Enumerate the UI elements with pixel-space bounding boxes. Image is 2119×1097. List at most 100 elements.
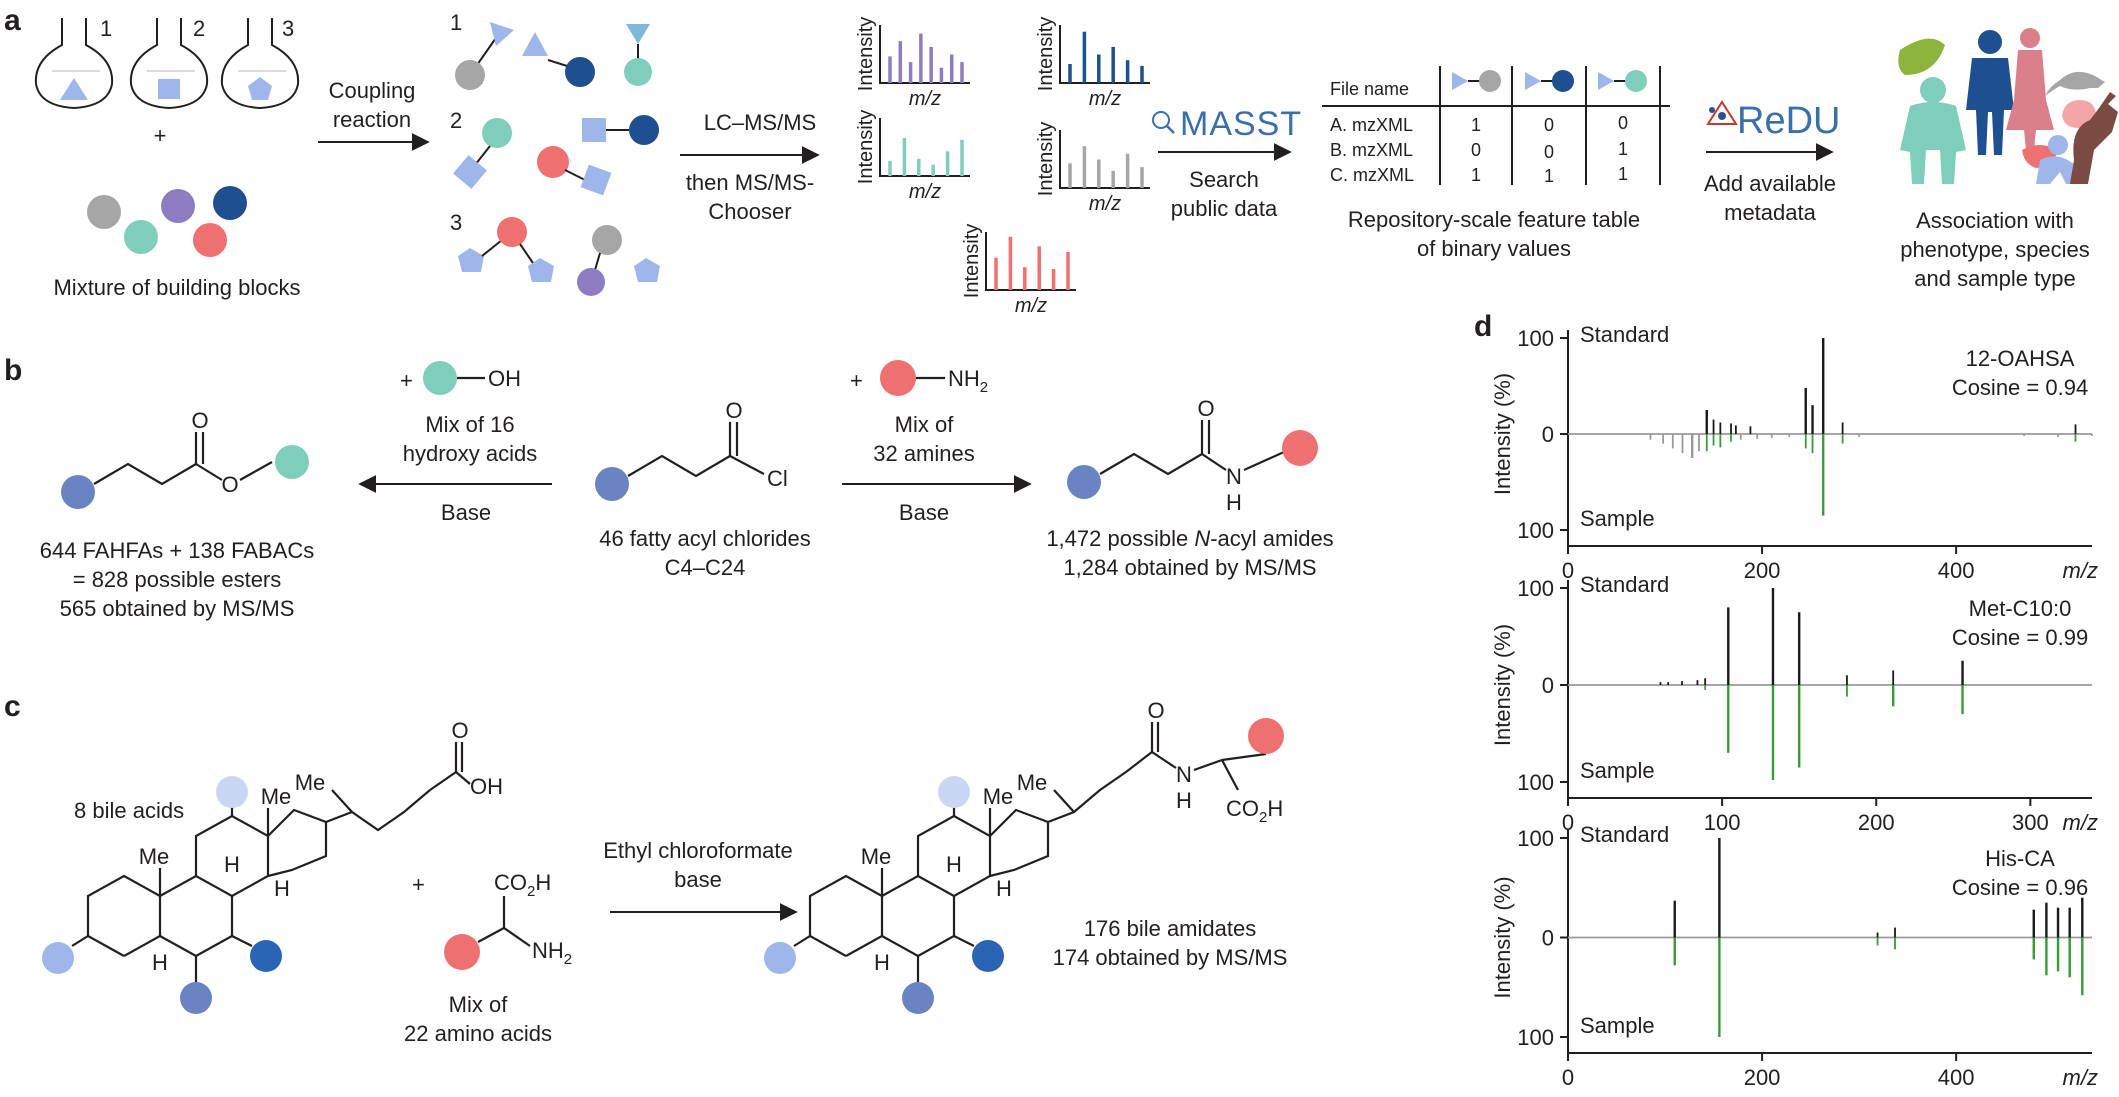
chloride-caption-1: 46 fatty acyl chlorides bbox=[599, 526, 811, 551]
amino-acid-block-icon bbox=[1248, 718, 1284, 754]
navy-block-icon bbox=[1552, 70, 1574, 92]
lcms-label: LC–MS/MS bbox=[704, 110, 816, 135]
compound-name: Met-C10:0 bbox=[1969, 596, 2072, 621]
table-cell: 1 bbox=[1618, 164, 1628, 184]
hydroxy-mix-label-2: hydroxy acids bbox=[403, 441, 538, 466]
hydrogen-atom: H bbox=[1176, 788, 1192, 813]
acid-bond bbox=[429, 771, 457, 791]
grey-block-icon bbox=[592, 225, 622, 255]
amine-block-icon bbox=[1282, 430, 1318, 466]
compound-name: His-CA bbox=[1985, 846, 2055, 871]
oxygen-atom: O bbox=[1197, 396, 1214, 421]
table-cell: 0 bbox=[1544, 142, 1554, 162]
mini-xlabel: m/z bbox=[1015, 295, 1047, 317]
side-chain bbox=[325, 789, 431, 832]
bile-acids-label: 8 bile acids bbox=[74, 798, 184, 823]
base-label: Base bbox=[441, 500, 491, 525]
masst-logo-text: MASST bbox=[1180, 105, 1302, 143]
x-tick-label: 0 bbox=[1562, 1065, 1574, 1090]
panel-a-label: a bbox=[4, 4, 21, 37]
triangle-block-icon bbox=[522, 32, 548, 56]
y-tick-label: 100 bbox=[1517, 326, 1554, 351]
human-male-icon bbox=[1966, 30, 2014, 155]
coral-block-icon bbox=[497, 217, 527, 247]
plus-sign: + bbox=[850, 368, 863, 393]
ring-c bbox=[916, 814, 992, 897]
hydroxy-mix-label-1: Mix of 16 bbox=[425, 412, 514, 437]
magnifier-icon bbox=[1152, 111, 1170, 129]
table-cell-name: B. mzXML bbox=[1330, 140, 1413, 160]
bile-amidate-structure: Me Me H H H Me O N H CO2H bbox=[764, 698, 1284, 1014]
panel-b: b O O 644 FAHFAs + 138 FABACs = 828 poss… bbox=[4, 354, 1334, 621]
substituent-bond bbox=[793, 935, 811, 947]
table-cell: 1 bbox=[1618, 139, 1628, 159]
grey-block-icon bbox=[1479, 70, 1501, 92]
association-label-3: and sample type bbox=[1914, 266, 2075, 291]
methyl-label: Me bbox=[983, 784, 1014, 809]
mini-ylabel: Intensity bbox=[961, 224, 983, 298]
then-label-2: Chooser bbox=[708, 199, 791, 224]
pentagon-block-icon bbox=[634, 258, 660, 282]
magnifier-handle bbox=[1166, 125, 1175, 134]
triangle-block-icon bbox=[1525, 72, 1541, 90]
ester-bond bbox=[195, 463, 223, 481]
amine-block-icon bbox=[880, 360, 916, 396]
amide-bond bbox=[1243, 450, 1285, 472]
r6-block-icon bbox=[902, 982, 934, 1014]
table-cell-name: A. mzXML bbox=[1330, 115, 1413, 135]
redu-node-icon bbox=[1709, 107, 1715, 113]
y-tick-label: 100 bbox=[1517, 770, 1554, 795]
triangle-block-icon bbox=[626, 24, 650, 44]
hydrogen-atom: H bbox=[224, 852, 240, 877]
triangle-block-icon bbox=[1452, 72, 1468, 90]
table-row: B. mzXML 0 0 1 bbox=[1330, 139, 1628, 162]
bond-line bbox=[594, 252, 601, 271]
x-axis-label: m/z bbox=[2063, 558, 2098, 583]
teal-block-icon bbox=[482, 118, 512, 148]
pentagon-block-icon bbox=[528, 258, 554, 282]
hydrogen-atom: H bbox=[1226, 490, 1242, 515]
table-cell: 0 bbox=[1471, 140, 1481, 160]
coral-block-icon bbox=[193, 223, 227, 257]
nitrogen-atom: N bbox=[1176, 762, 1192, 787]
mini-xlabel: m/z bbox=[909, 88, 941, 110]
amine-mix-label-1: Mix of bbox=[895, 412, 955, 437]
navy-block-icon bbox=[565, 57, 595, 87]
reagent-label-1: Ethyl chloroformate bbox=[603, 838, 793, 863]
pentagon-block-icon bbox=[248, 77, 272, 100]
acyl-chloride-structure: O Cl bbox=[595, 398, 788, 501]
chain-bonds bbox=[93, 462, 197, 486]
bond-line bbox=[519, 243, 536, 267]
y-tick-label: 0 bbox=[1542, 422, 1554, 447]
cosine-score: Cosine = 0.96 bbox=[1952, 875, 2088, 900]
purple-block-icon bbox=[577, 268, 605, 296]
coupling-label-2: reaction bbox=[333, 107, 411, 132]
plus-sign: + bbox=[412, 872, 425, 897]
mixture-label: Mixture of building blocks bbox=[53, 275, 300, 300]
amide-caption-2: 1,284 obtained by MS/MS bbox=[1063, 555, 1316, 580]
panel-d-label: d bbox=[1474, 310, 1492, 343]
coupled-products: 1 2 3 bbox=[450, 10, 660, 296]
navy-block-icon bbox=[213, 186, 247, 220]
r3-block-icon bbox=[764, 942, 796, 974]
amino-acid-block-icon bbox=[444, 934, 480, 970]
substituent-bond bbox=[231, 935, 253, 947]
x-tick-label: 100 bbox=[1704, 810, 1741, 835]
masst-logo: MASST bbox=[1152, 105, 1302, 143]
substituent-bond bbox=[71, 935, 89, 947]
flasks: 1 2 3 bbox=[34, 16, 300, 110]
hydrogen-atom: H bbox=[152, 950, 168, 975]
oxygen-atom: O bbox=[221, 472, 238, 497]
y-tick-label: 100 bbox=[1517, 576, 1554, 601]
product-caption-1: 176 bile amidates bbox=[1084, 916, 1256, 941]
side-chain bbox=[1047, 751, 1153, 824]
x-tick-label: 200 bbox=[1744, 1065, 1781, 1090]
side-methyl bbox=[331, 789, 353, 813]
mini-ylabel: Intensity bbox=[1035, 17, 1057, 91]
